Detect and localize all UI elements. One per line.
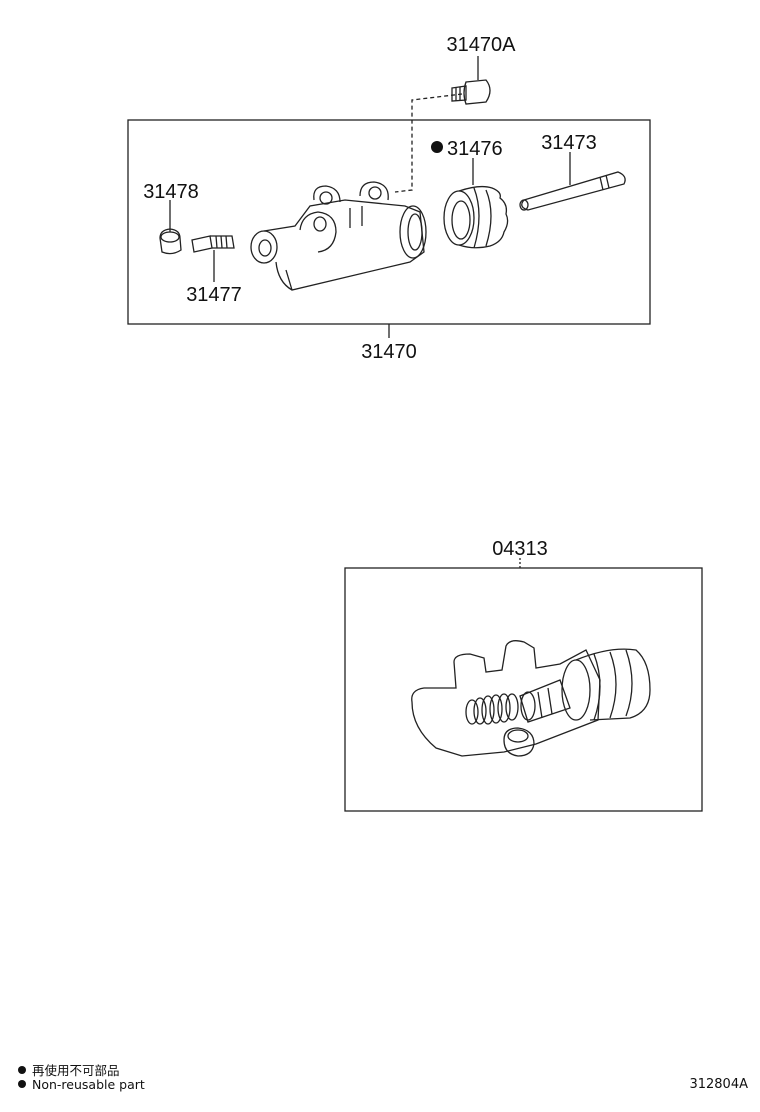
- kit-frame-04313: [344, 567, 703, 812]
- release-cylinder-31470-drawing: [250, 181, 427, 291]
- bolt-path-dashed: [394, 93, 463, 193]
- part-label-31470A: 31470A: [447, 34, 517, 56]
- part-label-31473: 31473: [541, 132, 597, 154]
- push-rod-31473-drawing: [519, 171, 626, 211]
- bolt-31470A-drawing: [451, 79, 491, 105]
- part-label-31470: 31470: [361, 341, 417, 363]
- bullet-icon: [18, 1080, 26, 1088]
- part-label-31477: 31477: [186, 284, 242, 306]
- non-reusable-marker-31476: [431, 141, 443, 153]
- part-label-31476: 31476: [447, 138, 503, 160]
- legend-english: Non-reusable part: [18, 1077, 145, 1092]
- legend-english-text: Non-reusable part: [32, 1077, 145, 1092]
- legend-japanese: 再使用不可部品: [18, 1060, 120, 1079]
- kit-04313-drawing: [411, 640, 651, 757]
- bleeder-plug-31477-drawing: [191, 235, 235, 253]
- boot-31476-drawing: [443, 185, 509, 249]
- cap-31478-drawing: [159, 228, 182, 255]
- part-label-04313: 04313: [492, 538, 548, 560]
- legend-japanese-text: 再使用不可部品: [32, 1063, 120, 1078]
- diagram-code: 312804A: [689, 1077, 748, 1092]
- bullet-icon: [18, 1066, 26, 1074]
- part-label-31478: 31478: [143, 181, 199, 203]
